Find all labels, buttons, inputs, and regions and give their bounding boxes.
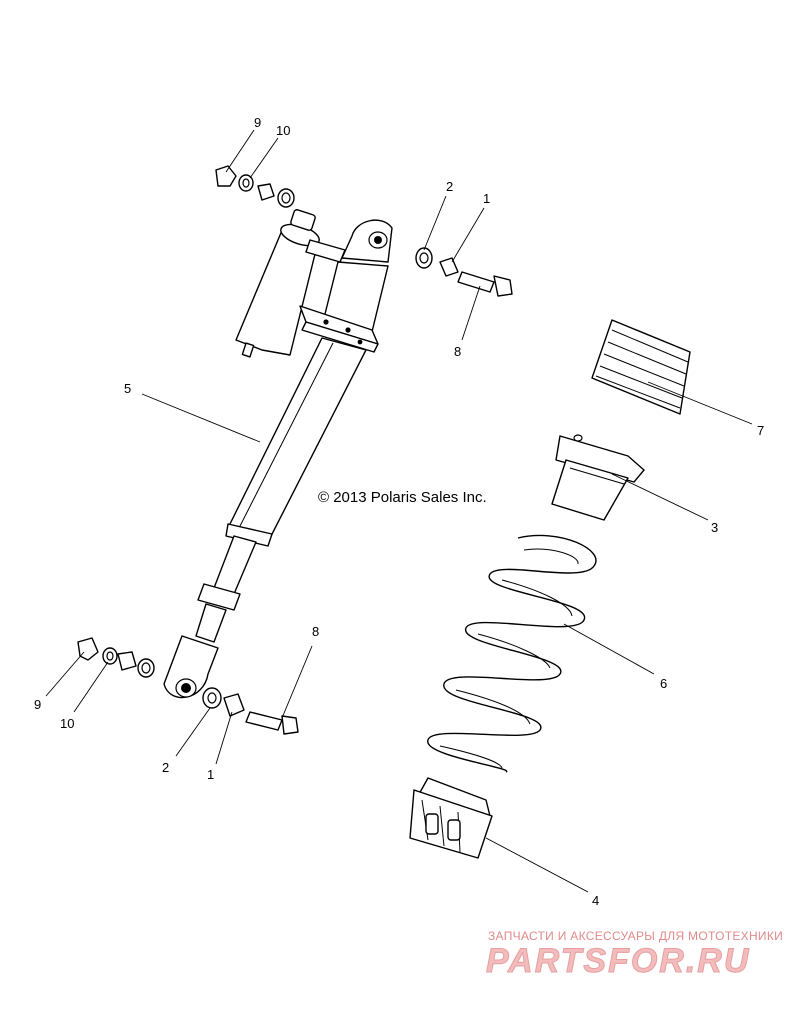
callout-lower-washer: 10 (60, 716, 74, 731)
upper-eye-mount (341, 219, 393, 263)
leader-lines (45, 129, 753, 893)
callout-spring: 6 (660, 676, 667, 691)
watermark: ЗАПЧАСТИ И АКСЕССУАРЫ ДЛЯ МОТОТЕХНИКИ PA… (486, 929, 783, 981)
lower-spring-retainer (409, 777, 493, 859)
callout-upper-washer: 2 (446, 179, 453, 194)
callout-top-nut: 9 (254, 115, 261, 130)
callout-shock: 5 (124, 381, 131, 396)
shock-absorber (163, 209, 393, 699)
callout-lower-retainer: 4 (592, 893, 599, 908)
callout-lower-bushing: 1 (207, 767, 214, 782)
coil-spring (427, 534, 597, 773)
lower-right-hardware (202, 687, 299, 735)
lower-eye-mount (163, 635, 219, 699)
callout-lower-nut: 9 (34, 697, 41, 712)
lower-left-hardware (77, 637, 155, 678)
bump-stop (591, 319, 691, 415)
callout-upper-retainer: 3 (711, 520, 718, 535)
upper-right-hardware (415, 247, 513, 297)
upper-bolt (457, 271, 513, 297)
callout-upper-bolt: 8 (454, 344, 461, 359)
callouts: 9 10 2 1 8 5 7 3 6 4 8 9 10 2 1 (34, 115, 764, 908)
upper-left-hardware (215, 165, 295, 208)
watermark-logo: PARTSFOR.RU (486, 942, 750, 980)
adjuster-collar (299, 305, 379, 353)
callout-upper-bushing: 1 (483, 191, 490, 206)
callout-lower-bolt: 8 (312, 624, 319, 639)
lower-bolt (245, 711, 299, 735)
callout-bump-stop: 7 (757, 423, 764, 438)
copyright-text: © 2013 Polaris Sales Inc. (318, 489, 487, 506)
callout-top-washer: 10 (276, 123, 290, 138)
callout-lower-washer-2: 2 (162, 760, 169, 775)
upper-spring-retainer (551, 434, 645, 521)
watermark-tagline: ЗАПЧАСТИ И АКСЕССУАРЫ ДЛЯ МОТОТЕХНИКИ (488, 929, 783, 943)
reservoir-canister (235, 209, 320, 358)
